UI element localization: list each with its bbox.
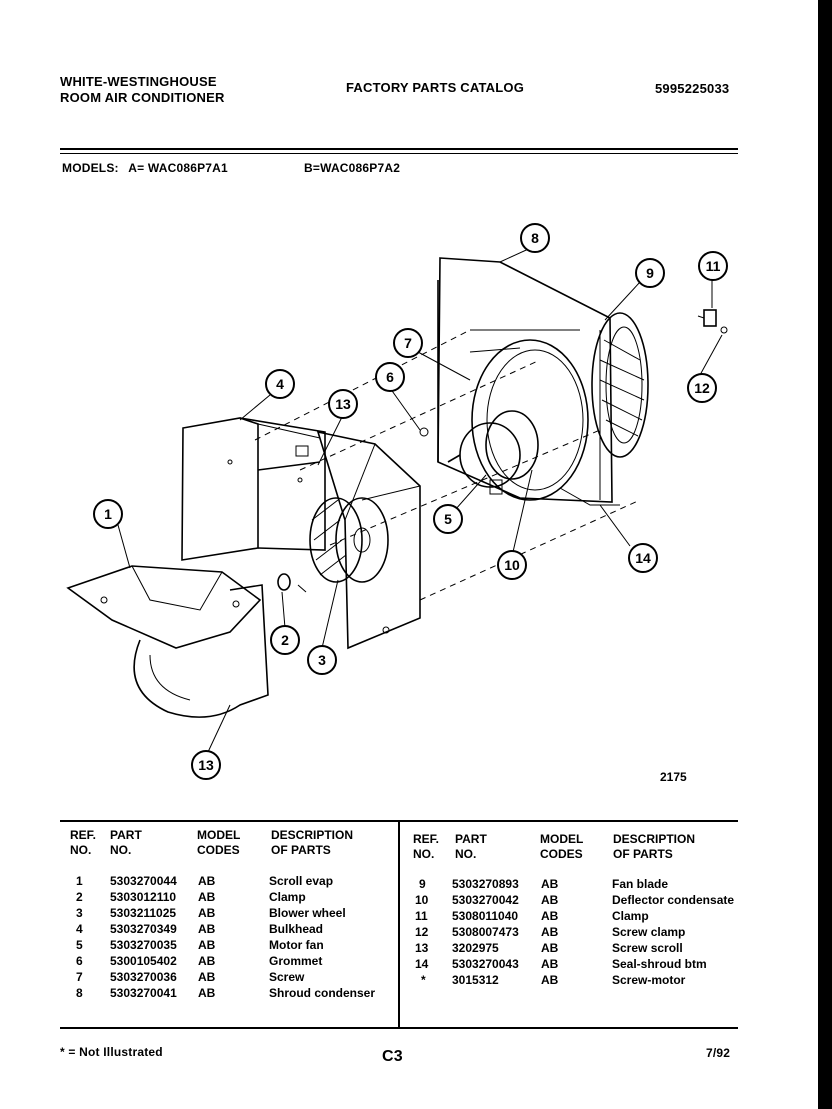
callout-1: 1 bbox=[93, 499, 123, 529]
motor-fan-drawing bbox=[419, 410, 539, 495]
callout-4: 4 bbox=[265, 369, 295, 399]
figure-number: 2175 bbox=[660, 770, 687, 784]
fan-blade-drawing bbox=[591, 312, 649, 458]
svg-text:10: 10 bbox=[504, 557, 520, 573]
callout-2: 2 bbox=[270, 625, 300, 655]
callout-7: 7 bbox=[393, 328, 423, 358]
header-rule-bottom bbox=[60, 153, 738, 154]
page-number: C3 bbox=[382, 1048, 403, 1065]
svg-text:9: 9 bbox=[646, 265, 654, 281]
revision-date: 7/92 bbox=[706, 1046, 731, 1060]
scroll-evap-drawing bbox=[66, 565, 269, 718]
right-ref-header: REF.NO. bbox=[413, 832, 440, 861]
exploded-parts-diagram: 1 2 3 4 5 6 7 8 bbox=[66, 223, 728, 784]
svg-text:3: 3 bbox=[318, 652, 326, 668]
callout-14: 14 bbox=[628, 543, 658, 573]
svg-text:7: 7 bbox=[404, 335, 412, 351]
callout-6: 6 bbox=[375, 362, 405, 392]
callout-13-lower: 13 bbox=[191, 750, 221, 780]
callout-11: 11 bbox=[698, 251, 728, 281]
model-a: A= WAC086P7A1 bbox=[128, 161, 228, 175]
brand-block: WHITE-WESTINGHOUSE ROOM AIR CONDITIONER bbox=[60, 74, 225, 106]
brand-line-1: WHITE-WESTINGHOUSE bbox=[60, 74, 217, 89]
table-rule-bottom bbox=[60, 1027, 738, 1029]
left-ref-header: REF.NO. bbox=[70, 828, 97, 857]
svg-text:6: 6 bbox=[386, 369, 394, 385]
svg-text:14: 14 bbox=[635, 550, 651, 566]
clamp-drawing bbox=[277, 573, 307, 593]
blower-wheel-drawing bbox=[309, 497, 389, 583]
footnote: * = Not Illustrated bbox=[60, 1045, 163, 1059]
header-rule-top bbox=[60, 148, 738, 150]
models-label: MODELS: bbox=[62, 161, 119, 175]
model-b: B=WAC086P7A2 bbox=[304, 161, 401, 175]
callout-9: 9 bbox=[635, 258, 665, 288]
callout-3: 3 bbox=[307, 645, 337, 675]
svg-text:11: 11 bbox=[706, 258, 721, 274]
svg-text:13: 13 bbox=[198, 757, 214, 773]
callout-5: 5 bbox=[433, 504, 463, 534]
table-divider bbox=[398, 820, 400, 1028]
svg-text:1: 1 bbox=[104, 506, 112, 522]
shroud-condenser-drawing bbox=[316, 430, 421, 650]
models-line: MODELS: A= WAC086P7A1 bbox=[62, 161, 228, 175]
callout-12: 12 bbox=[687, 373, 717, 403]
clamp-screw-drawing bbox=[697, 309, 728, 334]
svg-text:5: 5 bbox=[444, 511, 452, 527]
svg-text:12: 12 bbox=[694, 380, 710, 396]
svg-text:4: 4 bbox=[276, 376, 284, 392]
callout-13-upper: 13 bbox=[328, 389, 358, 419]
svg-text:2: 2 bbox=[281, 632, 289, 648]
bulkhead-drawing bbox=[181, 417, 326, 561]
catalog-title: FACTORY PARTS CATALOG bbox=[346, 80, 525, 95]
svg-text:8: 8 bbox=[531, 230, 539, 246]
callout-8: 8 bbox=[520, 223, 550, 253]
catalog-number: 5995225033 bbox=[655, 81, 730, 96]
callout-10: 10 bbox=[497, 550, 527, 580]
frame-drawing bbox=[437, 257, 620, 506]
brand-line-2: ROOM AIR CONDITIONER bbox=[60, 90, 225, 105]
svg-text:13: 13 bbox=[335, 396, 351, 412]
